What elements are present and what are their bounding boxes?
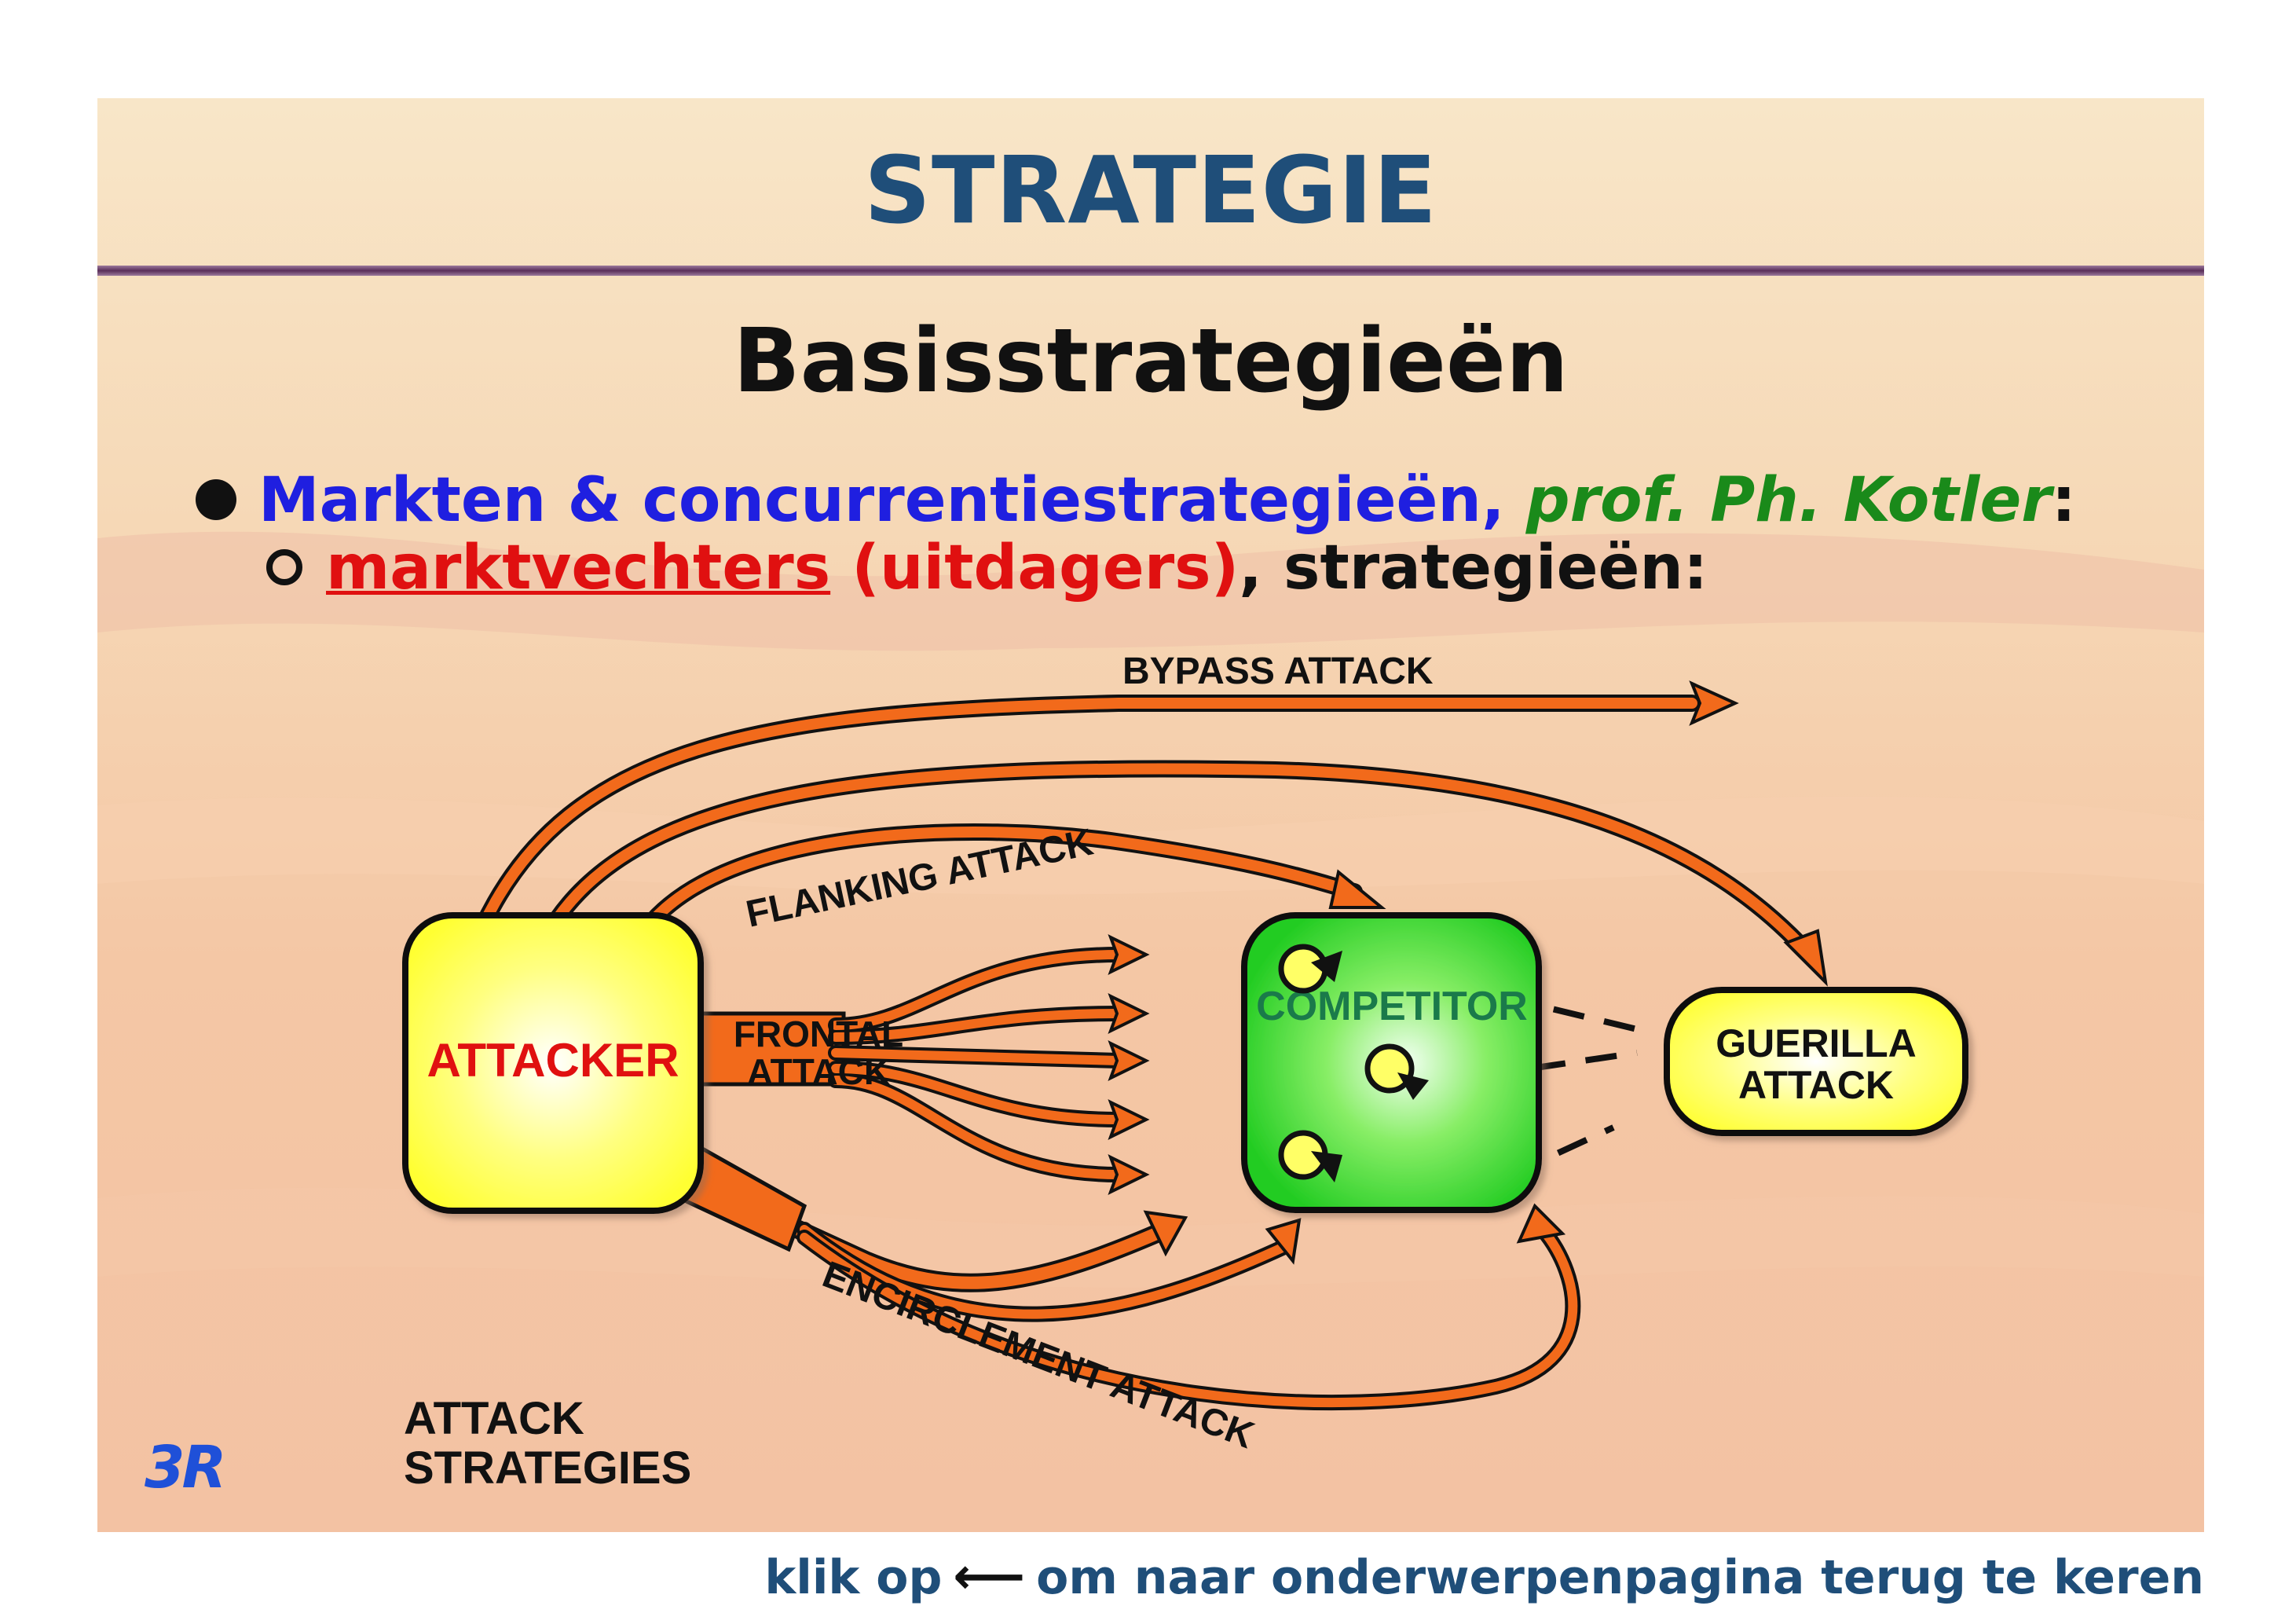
bullet-challengers-suffix: , strategieën: — [1239, 533, 1708, 603]
bullet-markets-suffix: : — [2051, 465, 2076, 536]
attack-strategies-diagram: ATTACKER COMPETITOR GUERILLA ATTACK BYPA… — [402, 651, 1968, 1494]
bypass-label: BYPASS ATTACK — [1122, 651, 1434, 692]
caption-line1: ATTACK — [404, 1393, 584, 1444]
guerilla-arrow — [548, 760, 1828, 987]
filled-bullet-icon — [196, 478, 236, 520]
back-arrow-icon[interactable]: ⟵ — [953, 1548, 1026, 1606]
bullet-markets-text: Markten & concurrentiestrategieën — [258, 465, 1481, 536]
page-title: STRATEGIE — [864, 136, 1437, 244]
frontal-label-line2: ATTACK — [747, 1051, 890, 1092]
slide: STRATEGIE Basisstrategieën Markten & con… — [97, 98, 2204, 1532]
bypass-arrow — [474, 680, 1739, 936]
caption-line2: STRATEGIES — [404, 1443, 691, 1494]
guerilla-label-line1: GUERILLA — [1716, 1021, 1917, 1065]
bullet-markets-separator: , — [1481, 465, 1526, 536]
guerilla-box — [1664, 987, 1968, 1136]
bullet-challengers-paren: (uitdagers) — [830, 533, 1240, 603]
guerilla-label-line2: ATTACK — [1738, 1063, 1894, 1107]
frontal-label-line1: FRONTAL — [734, 1014, 903, 1054]
bullet-challengers: marktvechters (uitdagers), strategieën: — [266, 533, 1708, 603]
bullet-markets-author: prof. Ph. Kotler — [1525, 465, 2052, 536]
hollow-bullet-icon — [266, 548, 302, 585]
bullet-markets: Markten & concurrentiestrategieën, prof.… — [196, 465, 2076, 536]
title-divider — [97, 266, 2204, 276]
attacker-box — [402, 912, 704, 1214]
back-link-text-after: om naar onderwerpenpagina terug te keren — [1036, 1550, 2204, 1605]
encirclement-arrows — [661, 1132, 1581, 1411]
slide-subtitle: Basisstrategieën — [733, 310, 1569, 412]
bullet-challengers-term: marktvechters — [326, 533, 831, 603]
competitor-targets — [1278, 944, 1429, 1182]
back-to-topics-link[interactable]: klik op⟵om naar onderwerpenpagina terug … — [764, 1548, 2204, 1606]
flanking-arrow — [639, 823, 1386, 936]
back-link-text-before: klik op — [764, 1550, 943, 1605]
logo-3r: 3R — [145, 1434, 227, 1501]
frontal-arrows — [645, 934, 1150, 1195]
attacker-label: ATTACKER — [427, 1034, 679, 1087]
